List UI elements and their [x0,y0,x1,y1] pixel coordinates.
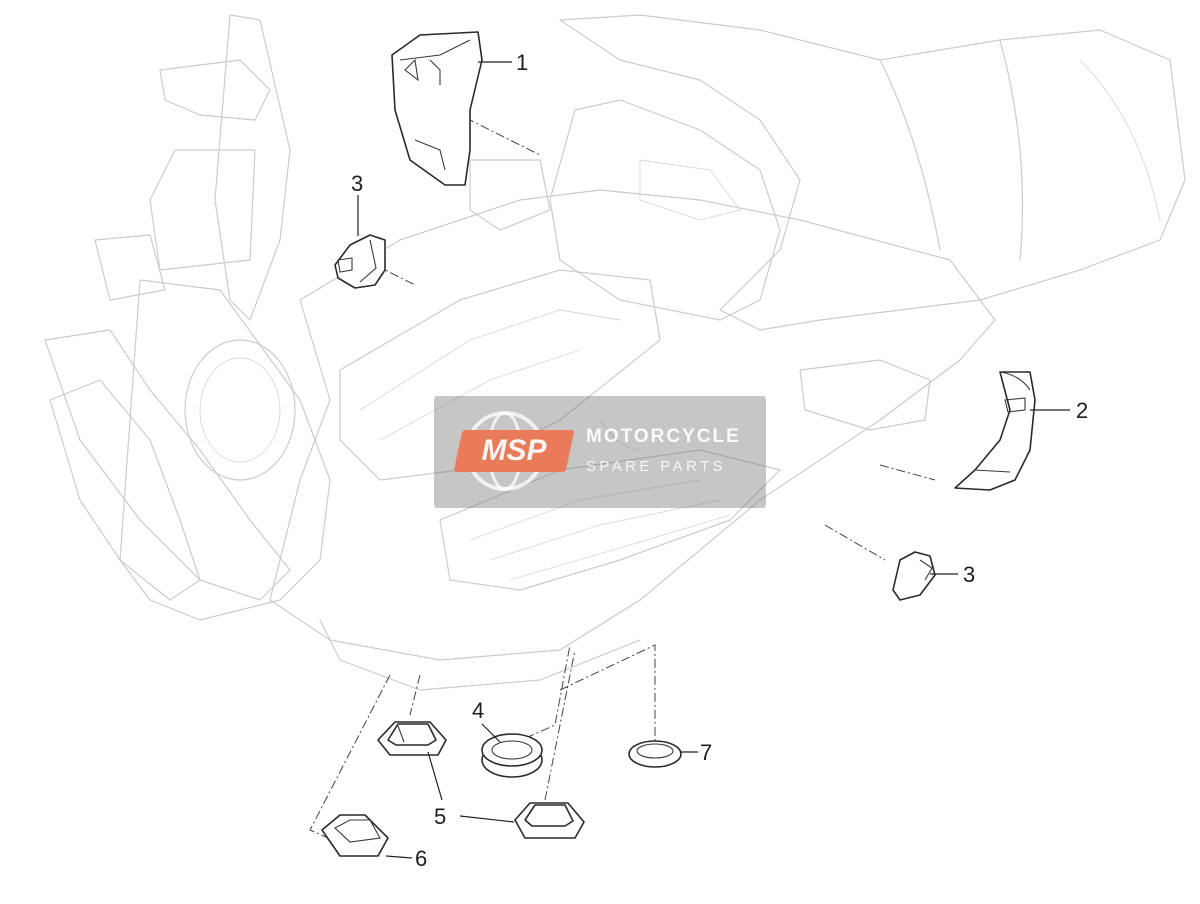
callout-6: 6 [415,846,427,871]
callout-3-lower: 3 [963,562,975,587]
part-4-grommet [481,723,543,778]
callout-2: 2 [1076,398,1088,423]
watermark-line-1: MOTORCYCLE [586,426,741,447]
part-3-lower-cap [892,551,958,601]
watermark-logo: MSP MOTORCYCLE SPARE PARTS [434,396,766,508]
msp-badge-text: MSP [481,434,547,467]
watermark-line-2: SPARE PARTS [586,458,726,475]
part-5-plug-left [377,721,447,801]
part-2-side-pad [954,371,1070,491]
callout-4: 4 [472,698,484,723]
part-7-flat-plug [628,740,698,768]
part-5-plug-right [459,802,585,839]
callout-5: 5 [434,804,446,829]
msp-badge: MSP [453,430,575,472]
callout-3-upper: 3 [351,171,363,196]
scooter-body-outline [44,14,1186,691]
callout-7: 7 [700,740,712,765]
part-1-inner-cover [391,31,512,186]
part-3-upper-cap [334,195,386,289]
callout-labels: 1 2 3 3 4 5 6 7 [351,50,1088,871]
assembly-lines [309,94,936,839]
callout-1: 1 [516,50,528,75]
part-6-cover-plate [321,814,413,859]
